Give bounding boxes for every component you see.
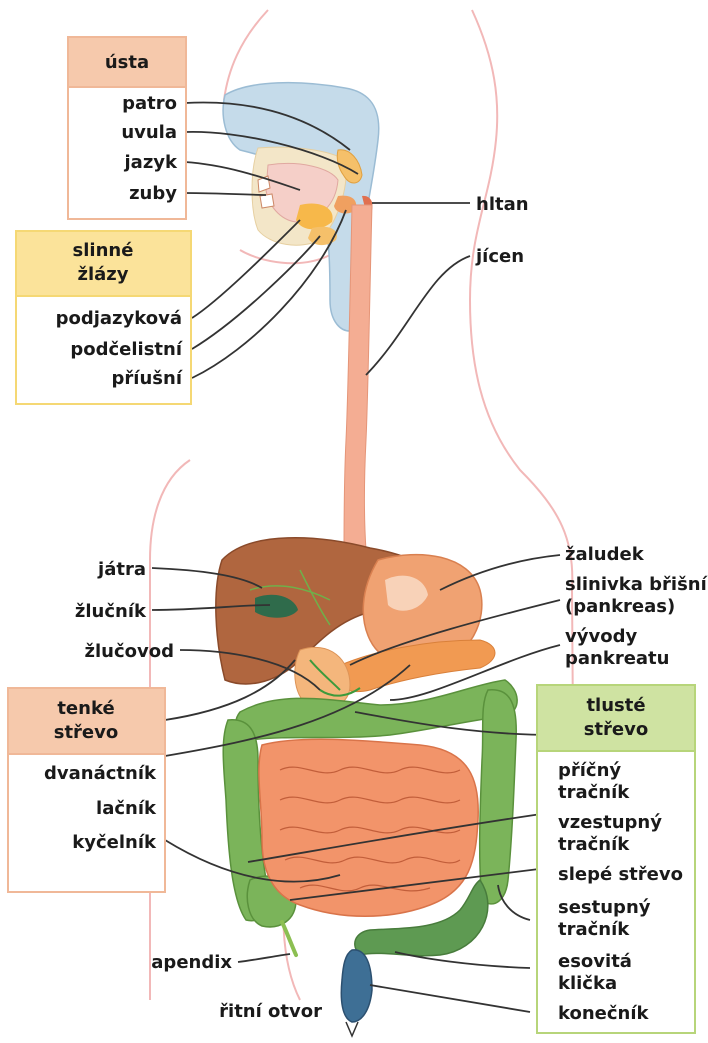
label-lacnik: lačník	[96, 798, 157, 819]
label-slepe-strevo: slepé střevo	[558, 864, 683, 885]
label-kycelnik: kyčelník	[72, 832, 157, 853]
box-tluste-strevo: tlusté střevo příčný tračník vzestupný t…	[537, 685, 695, 1033]
label-zlucovod: žlučovod	[85, 641, 174, 662]
label-priusni: příušní	[112, 368, 183, 389]
rectum	[341, 950, 372, 1022]
box-tenke-strevo: tenké střevo dvanáctník lačník kyčelník	[8, 688, 165, 892]
label-slinivka-line1: slinivka břišní	[565, 574, 708, 595]
label-jazyk: jazyk	[124, 152, 179, 173]
label-slinivka-line2: (pankreas)	[565, 596, 675, 617]
label-vyvody-line2: pankreatu	[565, 648, 669, 669]
label-sestupny-line1: sestupný	[558, 897, 651, 918]
anus	[346, 1022, 358, 1036]
teeth-lower	[260, 194, 274, 208]
label-ritni-otvor: řitní otvor	[219, 1001, 322, 1022]
label-dvanactnik: dvanáctník	[44, 763, 157, 784]
tenke-title-line1: tenké	[57, 698, 114, 719]
tluste-title-line2: střevo	[584, 719, 649, 740]
slinne-title-line2: žlázy	[77, 264, 128, 285]
usta-title: ústa	[105, 52, 149, 73]
label-esovita-line1: esovitá	[558, 951, 632, 972]
box-usta: ústa patro uvula jazyk zuby	[68, 37, 186, 219]
label-jicen: jícen	[475, 246, 524, 267]
label-zaludek: žaludek	[565, 544, 645, 565]
head-organs	[223, 83, 379, 552]
label-hltan: hltan	[476, 194, 529, 215]
tluste-title-line1: tlusté	[586, 695, 645, 716]
label-pricny-line1: příčný	[558, 760, 621, 781]
label-apendix: apendix	[151, 952, 232, 973]
label-pricny-line2: tračník	[558, 782, 630, 803]
label-uvula: uvula	[121, 122, 177, 143]
slinne-title-line1: slinné	[73, 240, 134, 261]
label-patro: patro	[122, 93, 177, 114]
label-sestupny-line2: tračník	[558, 919, 630, 940]
label-esovita-line2: klička	[558, 973, 617, 994]
label-konecnik: konečník	[558, 1003, 650, 1024]
label-jatra: játra	[97, 559, 146, 580]
label-podjazykova: podjazyková	[56, 308, 182, 329]
pancreas	[330, 640, 495, 692]
label-podcelistni: podčelistní	[70, 339, 182, 360]
abdominal-organs	[216, 538, 495, 708]
label-zuby: zuby	[129, 183, 177, 204]
label-vzestupny-line1: vzestupný	[558, 812, 662, 833]
box-slinne-zlazy: slinné žlázy podjazyková podčelistní pří…	[16, 231, 191, 404]
label-vzestupny-line2: tračník	[558, 834, 630, 855]
label-vyvody-line1: vývody	[565, 626, 637, 647]
tenke-title-line2: střevo	[54, 722, 119, 743]
label-zlucnik: žlučník	[75, 601, 147, 622]
